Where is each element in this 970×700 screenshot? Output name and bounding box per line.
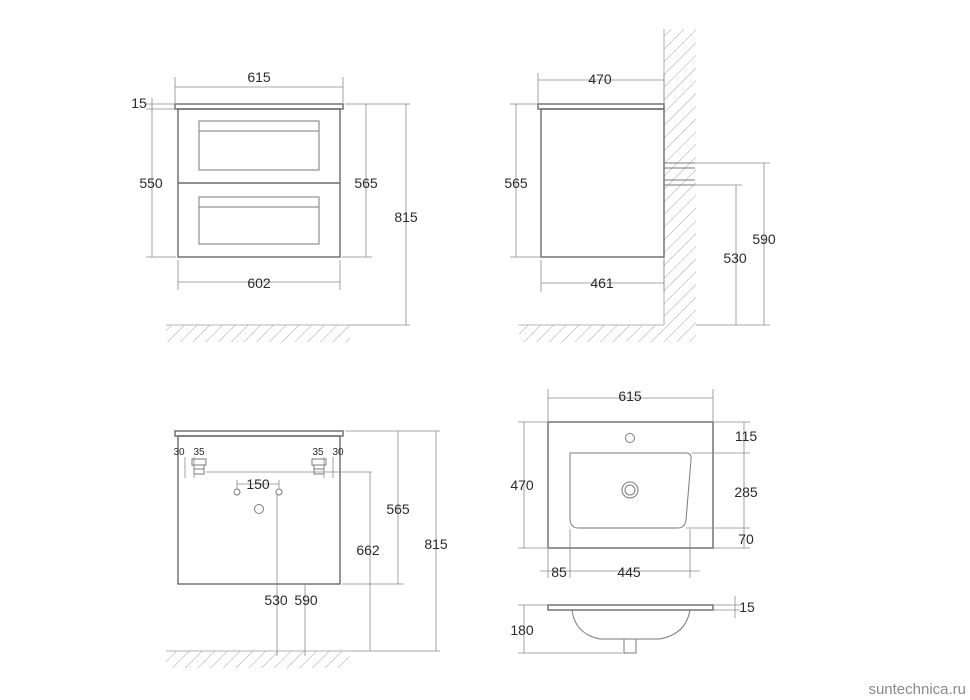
back-height-662-label: 662 (356, 542, 380, 558)
sink-section-thickness-label: 15 (739, 599, 755, 615)
sink-dim-285-label: 285 (734, 484, 758, 500)
sink-section-height-label: 180 (510, 622, 534, 638)
sink-section-view: 15 180 (510, 596, 755, 654)
back-right-offset-b-label: 35 (312, 447, 324, 458)
side-depth-bottom-label: 461 (590, 275, 614, 291)
sink-basin-outline (569, 452, 692, 529)
back-level-530-label: 530 (264, 592, 288, 608)
front-height-right-label: 565 (354, 175, 378, 191)
sink-dim-445-label: 445 (617, 564, 641, 580)
back-right-offset-a-label: 30 (332, 447, 344, 458)
sink-width-label: 615 (618, 388, 642, 404)
lower-drawer (198, 196, 320, 245)
wall-bracket (664, 162, 695, 186)
sink-bowl-profile (571, 609, 691, 640)
back-view: 30 35 35 30 150 565 662 815 530 590 (166, 430, 448, 668)
sink-top-dimension-lines (518, 389, 750, 578)
front-width-bottom-label: 602 (247, 275, 271, 291)
back-dimension-lines (184, 430, 440, 656)
front-cabinet (174, 103, 344, 258)
front-total-height-label: 815 (394, 209, 418, 225)
pipe-holes (233, 488, 283, 514)
sink-dim-115-label: 115 (735, 428, 758, 444)
side-floor-hatch (519, 324, 696, 342)
side-mount-height-label: 530 (723, 250, 747, 266)
back-left-offset-b-label: 35 (193, 447, 205, 458)
side-cabinet (537, 103, 665, 258)
side-dimension-lines (510, 73, 770, 326)
back-level-590-label: 590 (294, 592, 318, 608)
back-total-height-label: 815 (424, 536, 448, 552)
upper-drawer (198, 120, 320, 171)
sink-section-dimension-lines (518, 596, 740, 654)
side-view: 470 461 565 530 590 (504, 29, 776, 342)
watermark: suntechnica.ru (868, 681, 966, 698)
side-height-label: 565 (504, 175, 528, 191)
faucet-hole (625, 433, 635, 443)
front-floor-hatch (166, 324, 350, 342)
back-height-565-label: 565 (386, 501, 410, 517)
side-depth-top-label: 470 (588, 71, 612, 87)
wall-hatch (663, 29, 696, 325)
back-left-offset-a-label: 30 (173, 447, 185, 458)
back-hole-spacing-label: 150 (246, 476, 270, 492)
back-floor-hatch (166, 650, 350, 668)
drain-inner (624, 484, 636, 496)
back-cabinet (174, 430, 344, 585)
front-dimension-lines (146, 77, 410, 326)
front-width-top-label: 615 (247, 69, 271, 85)
sink-drain-pipe (623, 638, 637, 654)
side-total-height-label: 590 (752, 231, 776, 247)
sink-dim-85-label: 85 (551, 564, 567, 580)
front-view: 615 602 15 550 565 815 (131, 69, 418, 342)
sink-depth-label: 470 (510, 477, 534, 493)
sink-top-view: 615 470 115 285 70 85 445 (510, 388, 758, 580)
front-height-left-label: 550 (139, 175, 163, 191)
sink-dim-70-label: 70 (738, 531, 754, 547)
front-top-thickness-label: 15 (131, 95, 147, 111)
drain-outer (621, 481, 639, 499)
